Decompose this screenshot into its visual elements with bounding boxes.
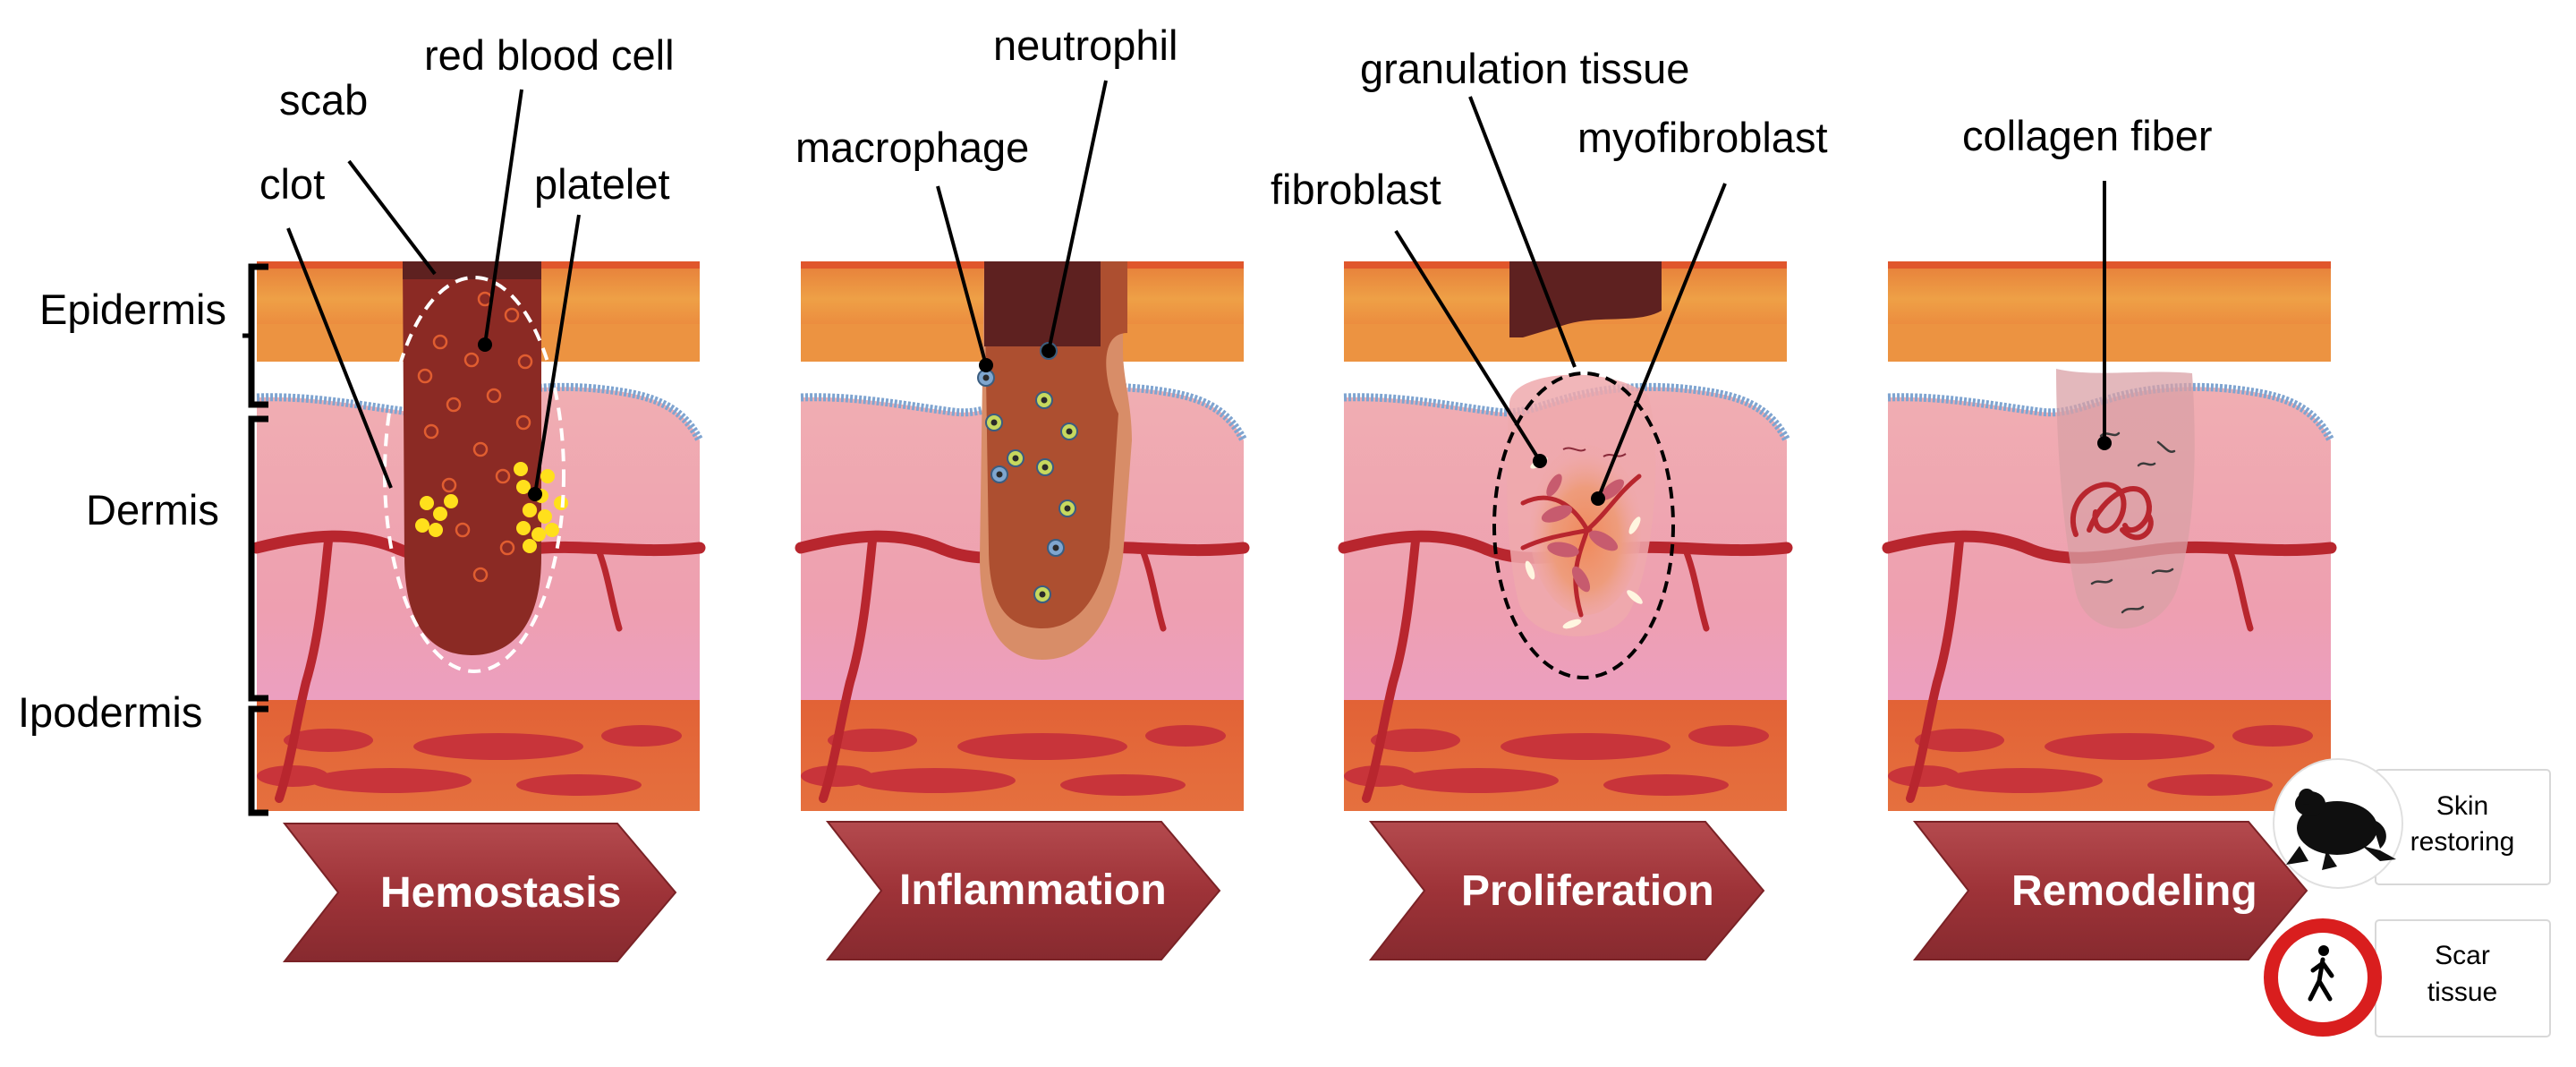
stage-arrow-hemostasis: Hemostasis: [282, 823, 677, 962]
dermis-label: Dermis: [86, 486, 219, 534]
layer-brackets: [242, 263, 268, 816]
stage-arrow-proliferation: Proliferation: [1368, 821, 1765, 960]
label-granulation-tissue: granulation tissue: [1360, 45, 1689, 92]
pointer-myofibroblast: [1596, 183, 1727, 499]
pointer-red-blood-cell: [483, 89, 523, 346]
pointer-macrophage: [936, 185, 988, 366]
skin-panel-remodeling: [1888, 261, 2331, 811]
dot-collagen-fiber: [2097, 436, 2112, 450]
stage-label-proliferation: Proliferation: [1461, 867, 1714, 915]
skin-panel-hemostasis: [257, 261, 700, 811]
pointer-scab: [347, 159, 437, 276]
pointer-lines: [286, 80, 2112, 506]
pointer-fibroblast: [1394, 229, 1542, 463]
outcome-scar-tissue: Scar tissue: [2264, 918, 2551, 1037]
skin-panel-proliferation: [1344, 261, 1787, 811]
pointer-granulation-tissue: [1468, 96, 1577, 368]
label-myofibroblast: myofibroblast: [1577, 114, 1828, 161]
dot-fibroblast: [1533, 454, 1547, 468]
stage-label-inflammation: Inflammation: [899, 866, 1167, 914]
label-neutrophil: neutrophil: [993, 21, 1177, 69]
skin-restoring-line2: restoring: [2410, 827, 2515, 857]
scar-tissue-line1: Scar: [2435, 941, 2490, 970]
skin-panel-inflammation: [801, 261, 1244, 811]
skin-restoring-line1: Skin: [2436, 791, 2488, 821]
dot-macrophage: [979, 358, 993, 372]
dot-neutrophil: [1041, 344, 1056, 358]
outcome-skin-restoring: Skin restoring: [2273, 758, 2551, 889]
label-collagen-fiber: collagen fiber: [1962, 112, 2213, 159]
dot-red-blood-cell: [478, 337, 492, 352]
pointer-clot: [286, 227, 393, 489]
stage-arrow-inflammation: Inflammation: [825, 821, 1221, 960]
scar-tissue-line2: tissue: [2427, 977, 2497, 1007]
stage-arrow-remodeling: Remodeling: [1912, 821, 2308, 960]
dot-platelet: [528, 487, 542, 501]
epidermis-label: Epidermis: [39, 286, 226, 333]
label-clot: clot: [259, 160, 325, 208]
pointer-platelet: [533, 214, 581, 495]
label-fibroblast: fibroblast: [1271, 166, 1441, 213]
dot-myofibroblast: [1591, 491, 1605, 506]
label-platelet: platelet: [534, 160, 670, 208]
ipodermis-label: Ipodermis: [18, 688, 202, 736]
stage-label-remodeling: Remodeling: [2011, 867, 2257, 915]
stage-label-hemostasis: Hemostasis: [380, 869, 621, 917]
label-macrophage: macrophage: [795, 124, 1029, 171]
label-red-blood-cell: red blood cell: [424, 31, 675, 79]
frog-icon: [2286, 789, 2396, 870]
pedestrian-icon: [2308, 945, 2334, 1002]
label-scab: scab: [279, 76, 368, 124]
pointer-neutrophil: [1047, 80, 1108, 352]
